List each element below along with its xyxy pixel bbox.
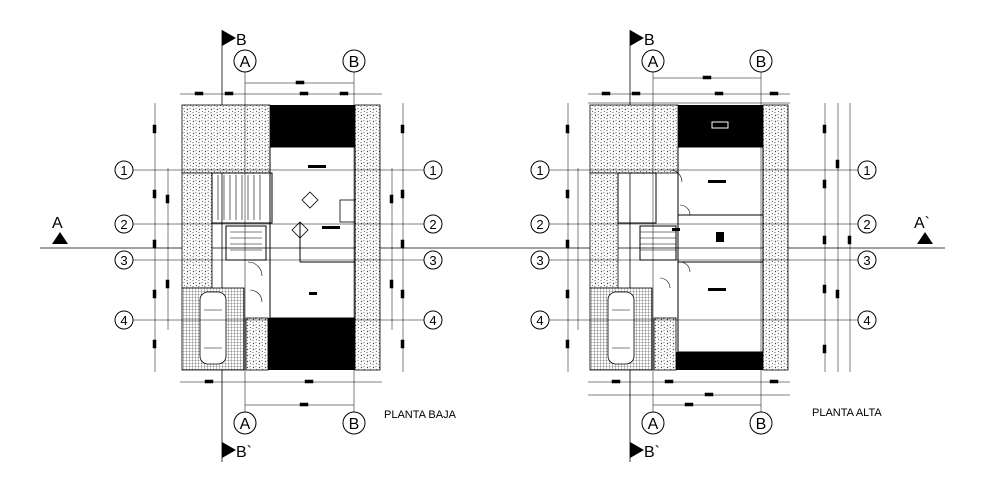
svg-text:1: 1 xyxy=(536,163,543,178)
axis-bubble-b-bottom: B xyxy=(749,411,773,435)
section-marker-b-top xyxy=(222,30,236,46)
svg-text:1: 1 xyxy=(863,163,870,178)
svg-text:3: 3 xyxy=(429,253,436,268)
axis-bubble-a-top: A xyxy=(641,49,665,73)
axis-bubble-4-left: 4 xyxy=(114,310,134,330)
axis-bubble-2-right: 2 xyxy=(857,214,877,234)
svg-text:4: 4 xyxy=(429,313,436,328)
svg-text:1: 1 xyxy=(429,163,436,178)
section-label-b-top: B xyxy=(236,32,247,49)
car xyxy=(607,291,635,365)
level-mark-1 xyxy=(301,191,319,209)
plan-title-planta-alta: PLANTA ALTA xyxy=(812,407,882,419)
stair-block xyxy=(617,172,657,224)
svg-text:2: 2 xyxy=(429,217,436,232)
wall-stone-left xyxy=(589,172,619,289)
section-marker-a-right xyxy=(917,232,933,244)
axis-bubble-3-left: 3 xyxy=(114,250,134,270)
svg-text:3: 3 xyxy=(120,253,127,268)
dimension-lines xyxy=(565,75,852,407)
stair-block xyxy=(211,172,273,224)
axis-bubble-b-top: B xyxy=(342,49,366,73)
axis-bubble-2-right: 2 xyxy=(423,214,443,234)
axis-bubble-1-right: 1 xyxy=(857,160,877,180)
svg-text:B: B xyxy=(349,54,360,71)
axis-bubble-3-right: 3 xyxy=(423,250,443,270)
axis-bubble-a-bottom: A xyxy=(641,411,665,435)
wall-stone-left-top xyxy=(181,104,271,174)
wall-stone-right xyxy=(354,104,381,371)
axis-bubble-1-left: 1 xyxy=(530,160,550,180)
svg-text:A: A xyxy=(240,54,251,71)
wall-stone-left xyxy=(181,172,213,289)
section-marker-b-top xyxy=(630,30,644,46)
room-outline xyxy=(677,146,764,353)
section-label-a-left: A xyxy=(52,215,63,232)
svg-text:2: 2 xyxy=(536,217,543,232)
axis-bubble-b-bottom: B xyxy=(342,411,366,435)
section-label-b-bottom: B` xyxy=(236,444,252,461)
svg-text:B: B xyxy=(349,416,360,433)
room-outline xyxy=(269,146,356,319)
axis-bubble-a-top: A xyxy=(233,49,257,73)
stair-treads xyxy=(217,175,262,251)
stair-landing xyxy=(225,225,267,261)
car xyxy=(199,291,227,365)
section-marker-b-bottom xyxy=(222,442,236,458)
wall-stone-left-top xyxy=(589,104,679,174)
black-block-top xyxy=(270,105,355,147)
svg-text:4: 4 xyxy=(536,313,543,328)
axis-bubble-4-left: 4 xyxy=(530,310,550,330)
svg-text:A: A xyxy=(648,416,659,433)
axis-bubble-a-bottom: A xyxy=(233,411,257,435)
svg-text:A: A xyxy=(240,416,251,433)
axis-bubble-3-left: 3 xyxy=(530,250,550,270)
grid-lines xyxy=(548,72,860,412)
svg-text:4: 4 xyxy=(863,313,870,328)
axis-bubble-4-right: 4 xyxy=(423,310,443,330)
svg-text:3: 3 xyxy=(863,253,870,268)
plan-title-planta-baja: PLANTA BAJA xyxy=(384,409,457,421)
svg-text:B: B xyxy=(756,54,767,71)
plan-planta-alta: B B` xyxy=(530,30,882,462)
svg-text:2: 2 xyxy=(863,217,870,232)
black-block-bottom xyxy=(676,352,763,370)
section-label-a-right: A` xyxy=(914,215,930,232)
level-mark-2 xyxy=(291,221,309,239)
axis-bubble-b-top: B xyxy=(749,49,773,73)
wall-stone-lower xyxy=(245,317,269,371)
svg-text:1: 1 xyxy=(120,163,127,178)
dimension-lines xyxy=(152,80,405,407)
section-label-b-top: B xyxy=(644,32,655,49)
svg-text:4: 4 xyxy=(120,313,127,328)
svg-text:2: 2 xyxy=(120,217,127,232)
plan-planta-baja: B B` xyxy=(114,30,457,462)
axis-bubble-1-right: 1 xyxy=(423,160,443,180)
section-label-b-bottom: B` xyxy=(644,444,660,461)
axis-bubble-2-left: 2 xyxy=(530,214,550,234)
black-block-top xyxy=(678,105,763,147)
section-marker-b-bottom xyxy=(630,442,644,458)
axis-bubble-2-left: 2 xyxy=(114,214,134,234)
svg-text:B: B xyxy=(756,416,767,433)
section-marker-a-left xyxy=(52,232,68,244)
axis-bubble-4-right: 4 xyxy=(857,310,877,330)
door-swing xyxy=(247,261,263,277)
grid-lines xyxy=(132,72,425,412)
wall-stone-right xyxy=(762,104,789,371)
axis-bubble-1-left: 1 xyxy=(114,160,134,180)
svg-text:3: 3 xyxy=(536,253,543,268)
axis-bubble-3-right: 3 xyxy=(857,250,877,270)
black-block-bottom xyxy=(268,318,355,370)
wall-stone-lower xyxy=(653,317,677,371)
svg-text:A: A xyxy=(648,54,659,71)
